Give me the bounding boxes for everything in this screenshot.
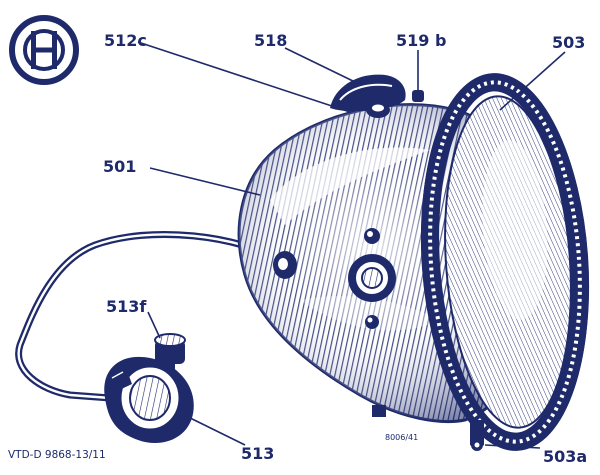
leader-518 xyxy=(284,47,356,83)
parking-light-cap xyxy=(330,74,424,118)
label-503a: 503a xyxy=(543,447,587,466)
label-519b: 519 b xyxy=(396,31,446,50)
label-513: 513 xyxy=(241,444,274,463)
bosch-logo-icon xyxy=(9,15,79,85)
headlamp-lens xyxy=(444,95,572,429)
leader-503 xyxy=(499,51,566,111)
reference-code: VTD-D 9868-13/11 xyxy=(8,449,106,461)
label-518: 518 xyxy=(254,31,287,50)
label-513f: 513f xyxy=(106,297,147,316)
light-switch xyxy=(348,228,396,329)
engraving-number: 8006/41 xyxy=(385,433,418,442)
leader-501 xyxy=(149,167,261,196)
leader-513 xyxy=(177,411,246,446)
leader-503a xyxy=(484,444,541,449)
leader-512c xyxy=(137,41,351,113)
housing-foot xyxy=(372,405,386,417)
label-503: 503 xyxy=(552,33,585,52)
rim-clamp-screw xyxy=(470,420,484,451)
label-512c: 512c xyxy=(104,31,147,50)
leader-lines xyxy=(137,41,566,449)
cable xyxy=(15,231,286,402)
leader-513f xyxy=(147,311,161,339)
label-501: 501 xyxy=(103,157,136,176)
handlebar-switch xyxy=(104,333,194,444)
cable-gland xyxy=(273,251,297,279)
front-rim xyxy=(420,73,590,451)
